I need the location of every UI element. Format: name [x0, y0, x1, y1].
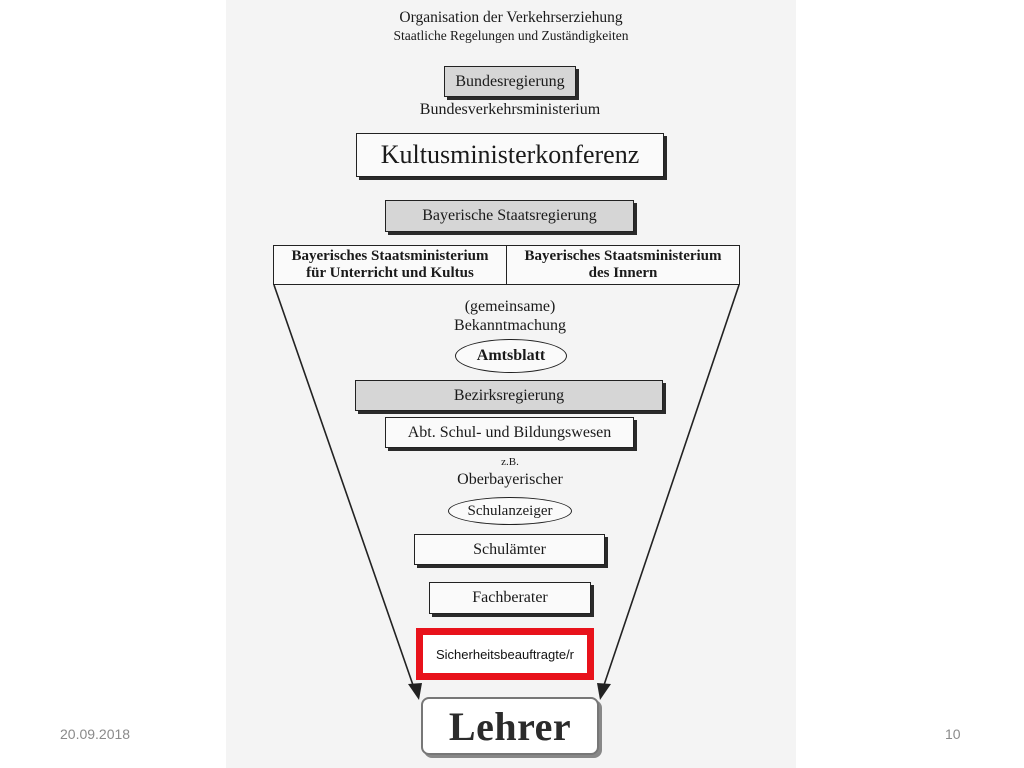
- funnel-right-arrowhead: [597, 683, 611, 700]
- schulaemter-label: Schulämter: [473, 540, 546, 558]
- footer-page-number: 10: [945, 726, 961, 742]
- ministerium-innern-line2: des Innern: [588, 265, 658, 281]
- funnel-left-arrowhead: [408, 683, 422, 700]
- box-schulaemter: Schulämter: [414, 534, 605, 565]
- diagram-subtitle: Staatliche Regelungen und Zuständigkeite…: [393, 28, 629, 43]
- ministerium-kultus-line2: für Unterricht und Kultus: [306, 265, 474, 281]
- sicherheitsbeauftragte-label: Sicherheitsbeauftragte/r: [435, 646, 575, 662]
- funnel-right-line: [602, 284, 740, 689]
- box-sicherheitsbeauftragte: Sicherheitsbeauftragte/r: [416, 628, 594, 680]
- funnel-left-line: [273, 284, 415, 689]
- kultusministerkonferenz-label: Kultusministerkonferenz: [380, 140, 640, 169]
- box-staatsregierung: Bayerische Staatsregierung: [385, 200, 634, 232]
- box-bezirksregierung: Bezirksregierung: [355, 380, 663, 411]
- oval-amtsblatt: Amtsblatt: [455, 339, 567, 373]
- amtsblatt-label: Amtsblatt: [476, 347, 546, 364]
- bundesverkehrsministerium-label: Bundesverkehrsministerium: [419, 101, 601, 118]
- box-ministerium-kultus: Bayerisches Staatsministerium für Unterr…: [273, 245, 507, 285]
- box-fachberater: Fachberater: [429, 582, 591, 614]
- box-abteilung: Abt. Schul- und Bildungswesen: [385, 417, 634, 448]
- bekanntmachung-line2: Bekanntmachung: [454, 317, 566, 334]
- box-bundesregierung: Bundesregierung: [444, 66, 576, 97]
- bekanntmachung-line1: (gemeinsame): [464, 298, 556, 315]
- lehrer-label: Lehrer: [448, 703, 572, 749]
- bezirksregierung-label: Bezirksregierung: [453, 386, 565, 404]
- box-lehrer: Lehrer: [421, 697, 599, 755]
- ministerium-innern-line1: Bayerisches Staatsministerium: [524, 247, 722, 264]
- ministerium-kultus-line1: Bayerisches Staatsministerium: [291, 247, 489, 264]
- bundesregierung-label: Bundesregierung: [455, 72, 565, 90]
- box-ministerium-innern: Bayerisches Staatsministerium des Innern: [506, 245, 740, 285]
- footer-date: 20.09.2018: [60, 726, 131, 742]
- oberbayerischer-label: Oberbayerischer: [457, 471, 563, 488]
- fachberater-label: Fachberater: [472, 589, 548, 606]
- oval-schulanzeiger: Schulanzeiger: [448, 497, 572, 525]
- schulanzeiger-label: Schulanzeiger: [467, 502, 553, 519]
- diagram-title: Organisation der Verkehrserziehung: [399, 9, 623, 26]
- staatsregierung-label: Bayerische Staatsregierung: [422, 207, 597, 224]
- box-kultusministerkonferenz: Kultusministerkonferenz: [356, 133, 664, 177]
- abteilung-label: Abt. Schul- und Bildungswesen: [407, 423, 612, 441]
- zb-label: z.B.: [501, 456, 519, 468]
